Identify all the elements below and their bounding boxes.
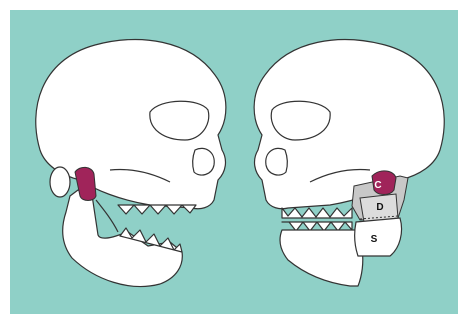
left-ramus-line	[96, 200, 118, 232]
left-upper-teeth	[118, 205, 196, 214]
right-mandible	[280, 230, 363, 286]
right-nasal-cavity	[266, 148, 288, 175]
right-upper-teeth	[282, 208, 352, 218]
prosthesis-chin-component	[355, 218, 402, 256]
left-skull	[36, 40, 226, 287]
label-c: C	[374, 180, 381, 191]
left-nasal-cavity	[193, 148, 215, 175]
right-skull	[254, 40, 444, 286]
left-ear-canal	[50, 167, 70, 197]
label-d: D	[376, 202, 383, 213]
label-s: S	[371, 234, 378, 245]
